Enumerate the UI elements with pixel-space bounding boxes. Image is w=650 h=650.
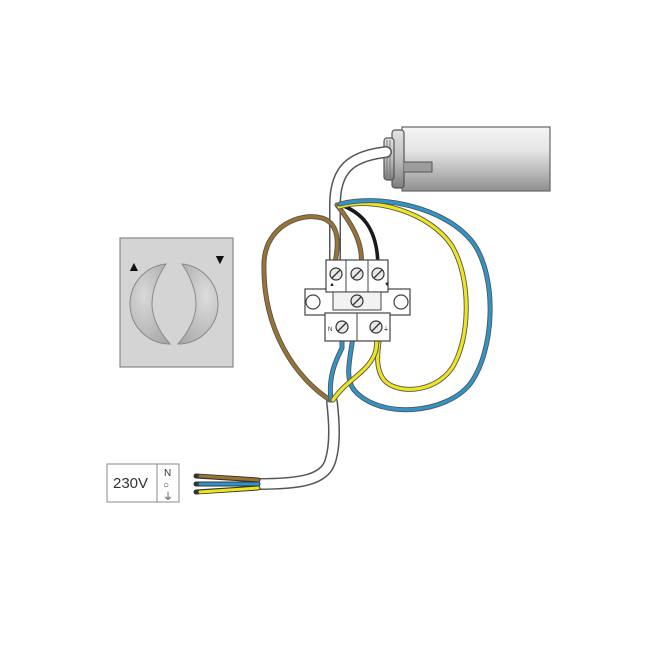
tubular-motor bbox=[383, 126, 551, 192]
screw-terminal bbox=[350, 267, 364, 281]
conductor-symbols-box bbox=[156, 463, 180, 503]
supply-wire-stubs bbox=[193, 473, 261, 495]
mounting-hole-right bbox=[393, 294, 409, 310]
switch-rocker-down[interactable] bbox=[176, 263, 219, 345]
screw-terminal bbox=[369, 320, 383, 334]
rocker-switch: ▲ ▼ bbox=[119, 237, 234, 368]
supply-wires bbox=[261, 214, 381, 403]
screw-terminal bbox=[371, 267, 385, 281]
down-arrow-icon: ▼ bbox=[213, 251, 227, 267]
neutral-symbol: N bbox=[164, 468, 171, 479]
screw-terminal bbox=[329, 267, 343, 281]
supply-label: 230V N ○ ⏚ bbox=[106, 463, 180, 503]
supply-cable bbox=[253, 397, 339, 489]
motor-yellow-wire bbox=[337, 202, 468, 391]
motor-cable-gland bbox=[404, 161, 433, 173]
earth-icon: ⏚ bbox=[163, 491, 173, 503]
motor-head bbox=[383, 137, 395, 181]
mounting-hole-left bbox=[305, 294, 321, 310]
terminal-block: ▲ ▼ N ⏚ bbox=[304, 259, 411, 342]
stub-brown-wire bbox=[198, 474, 260, 482]
terminal-label-up: ▲ bbox=[329, 282, 335, 288]
motor-wires bbox=[334, 198, 493, 413]
phase-symbol: ○ bbox=[163, 480, 169, 491]
motor-cable bbox=[330, 147, 391, 263]
motor-tube bbox=[401, 126, 551, 192]
supply-brown-wire bbox=[262, 215, 339, 402]
supply-blue-wire bbox=[328, 328, 344, 402]
stub-yellow-wire bbox=[198, 486, 260, 494]
terminal-label-neutral: N bbox=[328, 327, 332, 333]
terminal-label-down: ▼ bbox=[384, 282, 390, 288]
switch-rocker-up[interactable] bbox=[129, 263, 172, 345]
voltage-label: 230V bbox=[113, 475, 148, 492]
up-arrow-icon: ▲ bbox=[127, 258, 141, 274]
supply-yellow-wire bbox=[331, 328, 380, 402]
screw-terminal bbox=[335, 320, 349, 334]
terminal-label-earth: ⏚ bbox=[383, 326, 389, 333]
motor-blue-wire bbox=[338, 199, 492, 412]
